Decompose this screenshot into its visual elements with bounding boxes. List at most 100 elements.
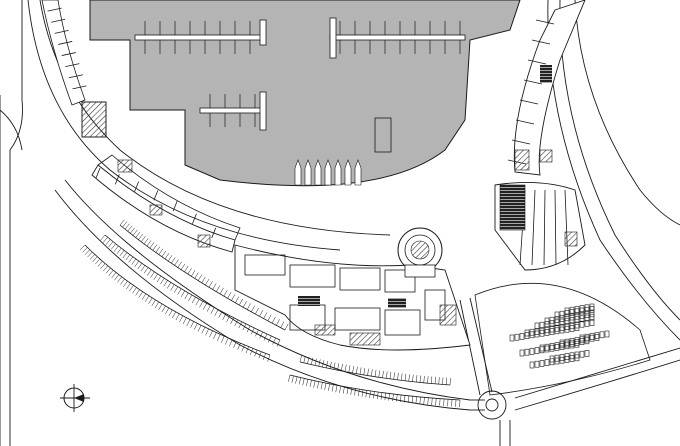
- room-divider: [531, 189, 536, 266]
- parking-stall: [529, 328, 535, 336]
- east-parking-lot: [474, 282, 651, 396]
- parking-stall: [180, 263, 186, 270]
- parking-stall: [213, 332, 217, 340]
- parking-stall: [163, 280, 168, 287]
- parking-stall: [554, 354, 560, 362]
- parking-stall: [544, 317, 550, 325]
- room: [384, 309, 421, 336]
- parking-stall: [584, 314, 590, 322]
- parking-stall: [267, 354, 271, 362]
- parking-stall: [143, 238, 149, 245]
- parking-stall: [235, 296, 240, 303]
- parking-stall: [87, 251, 93, 258]
- parking-stall: [84, 249, 90, 255]
- parking-stall: [165, 307, 170, 315]
- parking-stall: [539, 327, 545, 334]
- parking-stall: [148, 297, 153, 304]
- moored-boat: [324, 159, 332, 186]
- parking-stall: [222, 313, 227, 320]
- parking-stall: [427, 376, 429, 384]
- room-divider: [531, 39, 551, 45]
- room-divider: [511, 139, 531, 145]
- parking-stall: [564, 317, 570, 325]
- parking-stall: [438, 377, 440, 385]
- room-divider: [515, 119, 535, 125]
- parking-stall: [574, 312, 580, 320]
- parking-stall: [209, 330, 213, 338]
- room-divider: [523, 79, 543, 85]
- parking-stall: [241, 344, 245, 352]
- parking-stall: [184, 265, 189, 273]
- parking-stall: [191, 270, 196, 277]
- parking-stall: [246, 325, 251, 333]
- parking-stall: [291, 375, 294, 383]
- parking-stall: [549, 355, 555, 363]
- parking-stall: [361, 389, 364, 397]
- parking-stall: [559, 339, 565, 347]
- parking-stall: [579, 320, 585, 328]
- parking-row-2: [104, 234, 281, 341]
- parking-stall: [105, 239, 111, 245]
- parking-stall: [173, 286, 178, 293]
- parking-stall: [212, 283, 217, 290]
- parking-stall: [569, 352, 575, 360]
- parking-stall: [579, 334, 585, 342]
- parking-stall: [569, 339, 575, 347]
- parking-stall: [140, 265, 146, 272]
- parking-stall: [226, 315, 231, 323]
- room-divider: [519, 99, 539, 105]
- parking-stall: [190, 321, 194, 328]
- parking-stall: [239, 298, 243, 306]
- parking-stall: [195, 299, 200, 306]
- parking-stall: [210, 307, 215, 314]
- parking-stall: [191, 296, 196, 304]
- room: [289, 264, 336, 288]
- band-divider: [58, 41, 73, 45]
- parking-stall: [324, 383, 327, 391]
- parking-stall: [348, 365, 351, 373]
- parking-stall: [569, 309, 575, 316]
- parking-stall: [331, 384, 334, 392]
- band-divider: [65, 63, 80, 68]
- parking-stall: [262, 353, 266, 360]
- parking-stall: [170, 284, 175, 291]
- parking-stall: [225, 337, 229, 345]
- parking-stall: [559, 326, 565, 334]
- room-divider: [527, 59, 547, 65]
- parking-stall: [177, 288, 182, 295]
- parking-stall: [357, 389, 360, 397]
- parking-stall: [569, 317, 575, 324]
- parking-stall: [594, 334, 600, 341]
- parking-stall: [259, 310, 264, 317]
- parking-stall: [263, 312, 268, 319]
- parking-stall: [574, 339, 580, 346]
- parking-stall: [589, 334, 595, 342]
- east-wing: [494, 0, 586, 271]
- parking-stall: [539, 321, 545, 329]
- parking-stall: [267, 314, 272, 321]
- parking-row-4: [289, 374, 461, 401]
- parking-stall: [569, 322, 575, 330]
- parking-stall: [564, 310, 570, 317]
- parking-stall: [559, 341, 565, 349]
- parking-stall: [549, 316, 555, 324]
- parking-stall: [549, 320, 555, 327]
- parking-stall: [250, 327, 255, 335]
- parking-stall: [401, 373, 403, 381]
- parking-stall: [393, 372, 395, 380]
- parking-stall: [584, 304, 590, 312]
- room: [339, 267, 381, 291]
- parking-stall: [127, 225, 133, 232]
- parking-stall: [137, 263, 143, 270]
- parking-stall: [544, 359, 550, 366]
- parking-stall: [389, 371, 392, 379]
- parking-stall: [151, 299, 156, 307]
- parking-stall: [584, 311, 590, 318]
- parking-stall: [102, 237, 108, 243]
- parking-stall: [534, 322, 540, 330]
- parking-stall: [554, 319, 560, 327]
- parking-stall: [120, 278, 125, 285]
- parking-stall: [125, 254, 131, 261]
- parking-stall: [79, 244, 86, 251]
- unit-divider: [192, 213, 197, 224]
